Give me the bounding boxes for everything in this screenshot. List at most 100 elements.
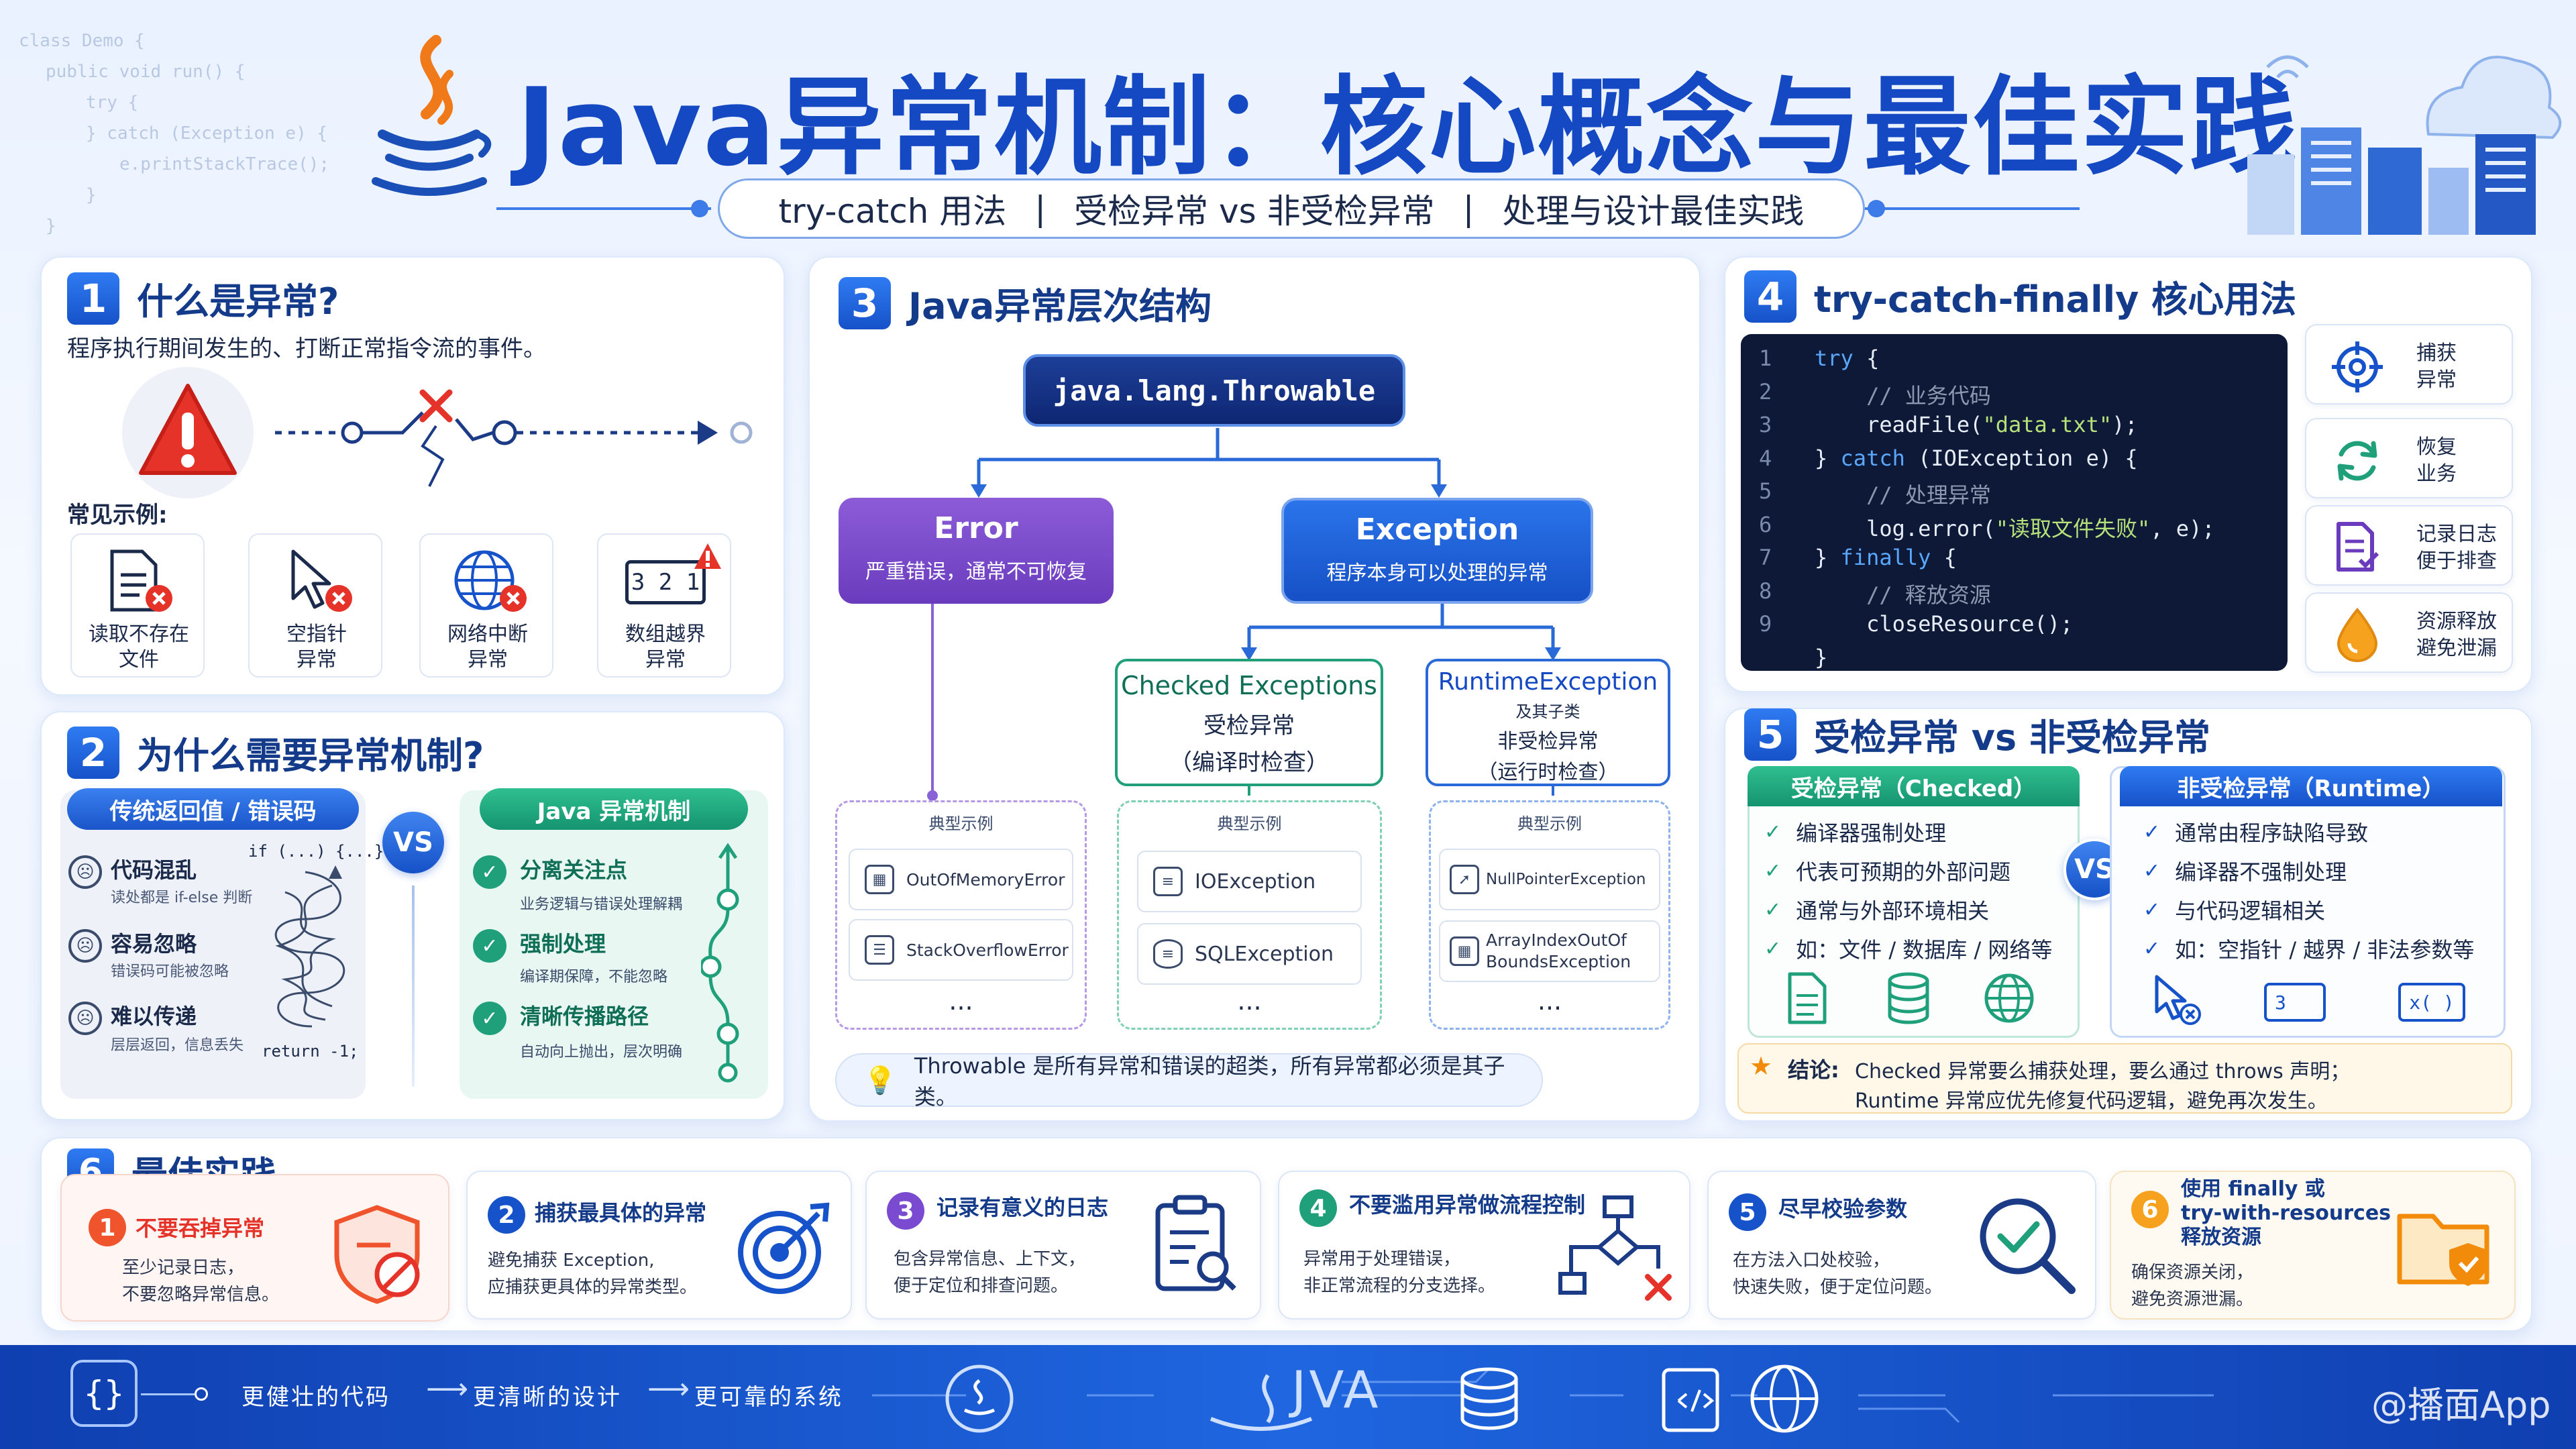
- side-label-l2: 业务: [2416, 462, 2457, 486]
- example-label: 典型示例: [1517, 814, 1582, 833]
- bp-desc-line: 不要忽略异常信息。: [122, 1285, 280, 1305]
- subtitle-line-right: [1865, 207, 2080, 210]
- vs-badge: VS: [382, 812, 444, 873]
- code-token: closeResource();: [1815, 611, 2074, 637]
- tangled-lines-illustration: [274, 865, 345, 1028]
- problem-desc: 错误码可能被忽略: [111, 963, 229, 980]
- vs-divider: [412, 885, 415, 1087]
- side-label: 资源释放避免泄漏: [2416, 608, 2497, 662]
- check-circle-icon: ✓: [473, 1002, 506, 1035]
- bp-desc-line: 避免资源泄漏。: [2131, 1289, 2254, 1309]
- check-icon: ✓: [2143, 898, 2161, 922]
- example-name: SQLException: [1195, 942, 1334, 966]
- check-icon: ✓: [2143, 859, 2161, 883]
- example-name: NullPointerException: [1486, 871, 1646, 888]
- ellipsis: ...: [1237, 986, 1262, 1016]
- section-1-header: 1 什么是异常?: [67, 272, 339, 325]
- example-outofmemoryerror: ▦ OutOfMemoryError: [849, 849, 1073, 910]
- checked-item-text: 如：文件 / 数据库 / 网络等: [1796, 937, 2053, 963]
- arrow-right-icon: ⟶: [426, 1372, 469, 1406]
- example-label: 网络中断 异常: [421, 622, 555, 673]
- code-token: , e);: [2150, 515, 2215, 541]
- bp-desc-line: 快速失败，便于定位问题。: [1733, 1277, 1943, 1297]
- footer-bar: [0, 1345, 2576, 1449]
- footer-dot: [195, 1387, 208, 1401]
- ellipsis: ...: [1537, 986, 1562, 1016]
- cursor-error-icon: [2155, 975, 2201, 1025]
- example-label-l2: 异常: [297, 648, 337, 672]
- code-token: "data.txt": [1982, 412, 2112, 437]
- cursor-icon: ➚: [1450, 865, 1479, 894]
- side-label: 恢复业务: [2416, 434, 2457, 488]
- bp-desc-line: 便于定位和排查问题。: [894, 1276, 1069, 1296]
- examples-label: 常见示例:: [67, 502, 168, 529]
- function-glyph: x( ): [2409, 991, 2455, 1014]
- bp-desc: 确保资源关闭， 避免资源泄漏。: [2131, 1259, 2253, 1313]
- tangled-code-bottom: return -1;: [262, 1042, 359, 1061]
- best-practice-card: 5 尽早校验参数 在方法入口处校验，快速失败，便于定位问题。: [1707, 1171, 2096, 1320]
- checked-item-text: 代表可预期的外部问题: [1796, 859, 2011, 885]
- example-label-l1: 空指针: [286, 623, 347, 646]
- bp-desc-line: 包含异常信息、上下文，: [894, 1249, 1086, 1269]
- error-title: Error: [934, 511, 1018, 545]
- section-number: 1: [67, 272, 119, 325]
- code-line-number: 8: [1759, 578, 1772, 604]
- subtitle-sep: |: [1034, 189, 1046, 228]
- runtime-item-text: 如：空指针 / 越界 / 非法参数等: [2175, 937, 2475, 963]
- target-icon: [2332, 341, 2383, 392]
- bg-code-line: public void run() {: [46, 62, 246, 82]
- checked-item: ✓代表可预期的外部问题: [1764, 855, 2010, 886]
- bg-code-line: } catch (Exception e) {: [86, 123, 328, 144]
- example-label: 数组越界 异常: [598, 622, 733, 673]
- exception-desc: 程序本身可以处理的异常: [1326, 561, 1548, 585]
- code-line: } catch (IOException e) {: [1815, 445, 2138, 471]
- bp-desc: 在方法入口处校验， 快速失败，便于定位问题。: [1733, 1247, 1942, 1301]
- code-line: // 处理异常: [1815, 478, 1991, 509]
- bg-code-line: }: [86, 185, 97, 205]
- bp-desc-line: 非正常流程的分支选择。: [1303, 1276, 1496, 1296]
- example-ioexception: ≡ IOException: [1137, 851, 1362, 912]
- checked-item: ✓编译器强制处理: [1764, 816, 1946, 847]
- clipboard-search-icon: [1155, 1195, 1236, 1291]
- bp-desc-line: 在方法入口处校验，: [1733, 1250, 1890, 1271]
- bp-desc-line: 确保资源关闭，: [2131, 1263, 2254, 1283]
- code-line-number: 1: [1759, 345, 1772, 371]
- code-token: }: [1815, 445, 1841, 471]
- example-label-l2: 异常: [645, 648, 686, 672]
- traditional-header: 传统返回值 / 错误码: [67, 788, 359, 830]
- globe-error-icon: [454, 550, 527, 612]
- sad-face-icon: ☹: [68, 1002, 102, 1035]
- code-token: );: [2112, 412, 2138, 437]
- bp-number: 2: [488, 1196, 525, 1234]
- benefit-title: 清晰传播路径: [520, 1004, 649, 1029]
- code-line-number: 5: [1759, 478, 1772, 504]
- java-mechanism-header: Java 异常机制: [480, 788, 748, 830]
- section-description: 程序执行期间发生的、打断正常指令流的事件。: [67, 335, 546, 362]
- check-icon: ✓: [1764, 936, 1782, 961]
- checked-title: Checked Exceptions: [1121, 671, 1377, 700]
- problem-title: 代码混乱: [111, 857, 197, 883]
- bp-desc: 异常用于处理错误，非正常流程的分支选择。: [1303, 1246, 1495, 1299]
- runtime-item-text: 编译器不强制处理: [2175, 859, 2347, 885]
- code-token: catch: [1840, 445, 1905, 471]
- side-catch-exception: 捕获异常: [2305, 324, 2513, 405]
- side-release-resources: 资源释放避免泄漏: [2305, 592, 2513, 673]
- refresh-icon: [2337, 441, 2377, 481]
- target-arrow-icon: [738, 1202, 830, 1294]
- sad-face-icon: ☹: [68, 855, 102, 889]
- code-token: }: [1815, 545, 1841, 570]
- runtime-item-text: 与代码逻辑相关: [2175, 898, 2326, 924]
- conclusion-line-2: Runtime 异常应优先修复代码逻辑，避免再次发生。: [1855, 1089, 2328, 1113]
- code-line-number: 3: [1759, 412, 1772, 437]
- checked-examples-box: [1117, 800, 1382, 1030]
- check-circle-icon: ✓: [473, 929, 506, 963]
- example-name: IOException: [1195, 869, 1316, 894]
- code-line-number: 2: [1759, 378, 1772, 405]
- error-node: Error 严重错误，通常不可恢复: [839, 498, 1114, 604]
- footer-line: [141, 1393, 195, 1395]
- bp-number: 3: [887, 1192, 924, 1230]
- example-arrayindexoutofbounds: ▦ ArrayIndexOutOf BoundsException: [1439, 920, 1660, 982]
- shield-error-icon: [334, 1205, 420, 1304]
- check-icon: ✓: [1764, 820, 1782, 844]
- warning-flow-illustration: [122, 367, 753, 498]
